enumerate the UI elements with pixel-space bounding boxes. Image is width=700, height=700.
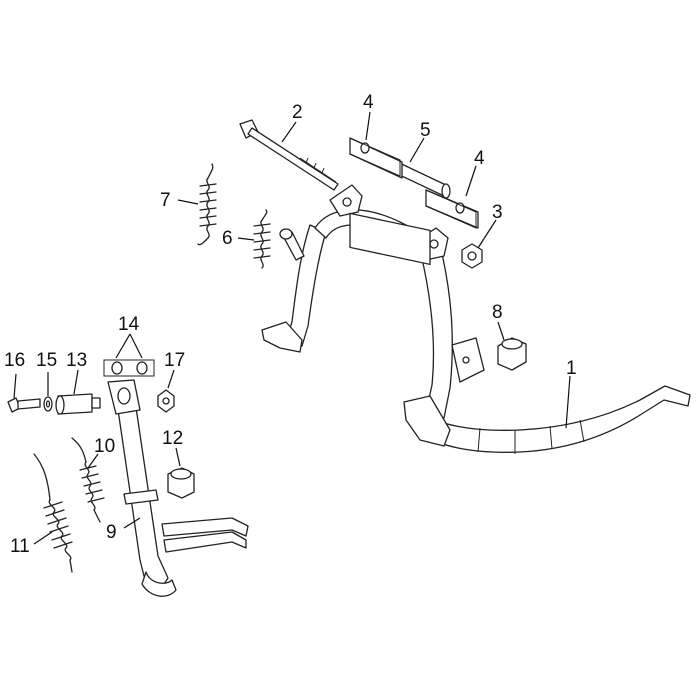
bushing-left xyxy=(349,137,403,179)
callout-5: 5 xyxy=(420,120,431,141)
spring-7 xyxy=(197,163,217,246)
long-bolt xyxy=(239,119,339,191)
callout-6: 6 xyxy=(222,228,233,249)
nut xyxy=(461,243,483,269)
callout-7: 7 xyxy=(160,190,171,211)
callout-15: 15 xyxy=(36,350,57,371)
leader-lines xyxy=(13,111,571,545)
spring-11 xyxy=(33,453,73,573)
bushing-13 xyxy=(55,393,101,415)
side-stand xyxy=(107,379,249,597)
center-stand-frame xyxy=(261,184,691,454)
callout-13: 13 xyxy=(66,350,87,371)
rubber-buffer-12 xyxy=(167,467,195,499)
callout-17: 17 xyxy=(164,350,185,371)
callout-labels: 1 2 3 4 4 5 6 7 8 9 10 11 12 13 14 15 16… xyxy=(4,92,577,557)
callout-14: 14 xyxy=(118,314,140,335)
rubber-buffer-8 xyxy=(497,337,527,371)
pin xyxy=(279,228,305,261)
callout-2: 2 xyxy=(292,102,303,123)
washer xyxy=(43,396,53,412)
callout-9: 9 xyxy=(106,522,117,543)
callout-10: 10 xyxy=(94,436,115,457)
callout-3: 3 xyxy=(492,202,503,223)
callout-8: 8 xyxy=(492,302,503,323)
outline-boxes xyxy=(103,137,477,377)
callout-11: 11 xyxy=(10,536,30,557)
spring-6 xyxy=(253,209,271,269)
callout-1: 1 xyxy=(566,358,577,379)
side-stand-bolt xyxy=(7,397,41,413)
callout-16: 16 xyxy=(4,350,25,371)
callout-12: 12 xyxy=(162,428,183,449)
nut-17 xyxy=(157,389,175,413)
callout-4a: 4 xyxy=(363,92,374,113)
callout-4b: 4 xyxy=(474,148,485,169)
